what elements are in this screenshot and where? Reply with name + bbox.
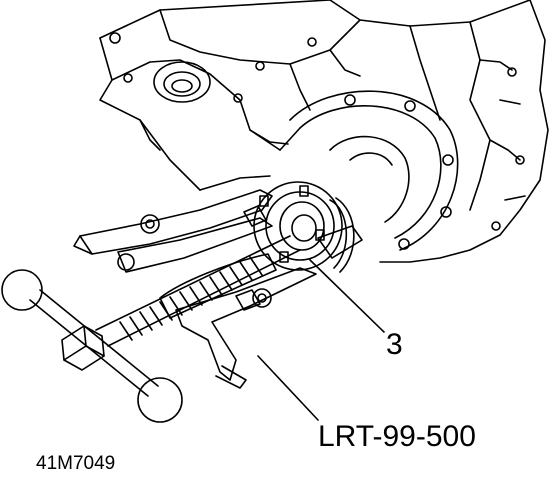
leader-line-3: [309, 259, 385, 333]
gearbox-housing: [99, 0, 549, 263]
puller-tool: [1, 189, 317, 423]
figure-id: 41M7049: [36, 453, 116, 474]
callout-tool-code: LRT-99-500: [318, 420, 476, 453]
callout-part-number: 3: [386, 328, 403, 361]
bearing-hub: [253, 181, 363, 273]
leader-line-tool: [257, 355, 319, 421]
